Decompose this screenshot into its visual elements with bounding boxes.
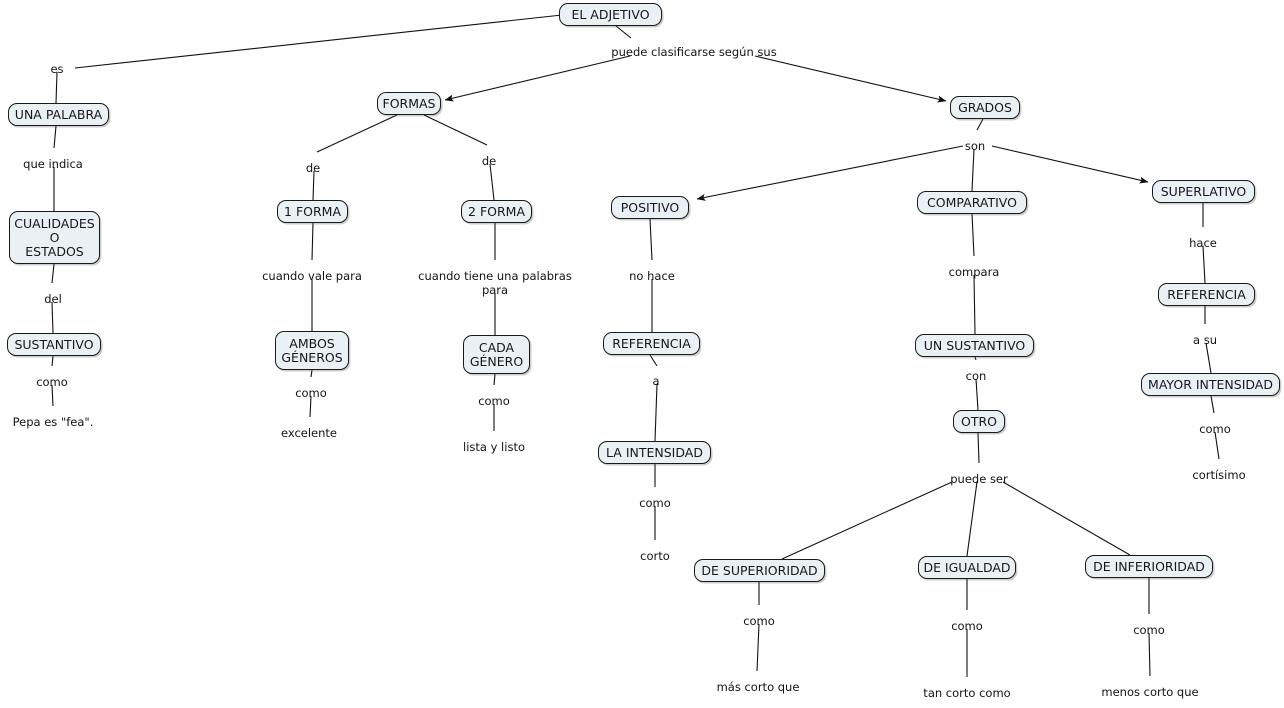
edge-cualidades-to-del: [51, 263, 55, 284]
edge-adjetivo-to-puede: [615, 25, 632, 39]
node-cada-genero[interactable]: CADA GÉNERO: [463, 335, 530, 374]
edge-mayor-to-como: [1210, 395, 1215, 414]
node-comparativo[interactable]: COMPARATIVO: [917, 191, 1027, 214]
edge-son-to-comparativo: [971, 148, 975, 192]
node-de-inferioridad[interactable]: DE INFERIORIDAD: [1085, 555, 1213, 578]
node-sustantivo[interactable]: SUSTANTIVO: [7, 333, 101, 356]
link-label-de-1: de: [305, 161, 321, 175]
link-label-que-indica: que indica: [23, 157, 83, 171]
node-referencia-pos[interactable]: REFERENCIA: [603, 332, 700, 355]
edge-puedeser-to-inferioridad: [1002, 481, 1131, 556]
edge-referencia-to-a: [649, 354, 658, 367]
edge-comparativo-to-compara: [971, 213, 975, 257]
link-label-de-2: de: [481, 154, 497, 168]
link-label-no-hace: no hace: [629, 269, 675, 283]
edge-puedeser-to-igualdad: [966, 481, 978, 557]
edge-puede-to-grados: [754, 55, 947, 103]
node-la-intensidad[interactable]: LA INTENSIDAD: [598, 441, 711, 464]
link-label-como-igualdad: como: [951, 619, 983, 633]
node-un-sustantivo[interactable]: UN SUSTANTIVO: [915, 334, 1034, 357]
edge-asu-to-mayor: [1205, 342, 1212, 374]
edge-adjetivo-to-es: [74, 14, 563, 69]
link-label-como-ambos: como: [295, 386, 327, 400]
leaf-text-mas-corto-que: más corto que: [716, 680, 800, 694]
link-label-del: del: [44, 292, 62, 306]
leaf-text-lista-y-listo: lista y listo: [463, 440, 525, 454]
edge-son-to-superlativo: [991, 145, 1149, 184]
link-label-puede-ser: puede ser: [950, 472, 1008, 486]
edge-a-to-laintensidad: [654, 383, 658, 442]
link-label-como-inferioridad: como: [1133, 623, 1165, 637]
node-referencia-sup[interactable]: REFERENCIA: [1158, 283, 1255, 306]
node-el-adjetivo[interactable]: EL ADJETIVO: [559, 3, 662, 26]
edge-del-to-sustantivo: [51, 301, 54, 334]
link-label-hace: hace: [1189, 236, 1217, 250]
edge-cada-to-como: [493, 373, 496, 386]
link-label-como-mayor: como: [1199, 422, 1231, 436]
node-formas[interactable]: FORMAS: [377, 92, 441, 115]
link-label-como-sustantivo: como: [36, 375, 68, 389]
node-cualidades[interactable]: CUALIDADES O ESTADOS: [9, 211, 100, 264]
node-superlativo[interactable]: SUPERLATIVO: [1152, 180, 1255, 203]
edge-sustantivo-to-como: [51, 355, 54, 367]
node-1-forma[interactable]: 1 FORMA: [277, 200, 348, 223]
edge-unsustantivo-to-con: [974, 356, 977, 361]
link-label-como-intensidad: como: [639, 496, 671, 510]
edge-como-to-cortisimo: [1214, 431, 1220, 460]
edge-puedeser-to-superioridad: [781, 481, 953, 560]
link-label-compara: compara: [948, 265, 1000, 279]
edge-positivo-to-nohace: [649, 218, 653, 261]
leaf-text-cortisimo: cortísimo: [1192, 468, 1246, 482]
node-mayor-intensidad[interactable]: MAYOR INTENSIDAD: [1141, 373, 1280, 396]
leaf-text-excelente: excelente: [280, 426, 338, 440]
edge-puede-to-formas: [444, 55, 631, 102]
link-label-es: es: [50, 62, 64, 76]
node-2-forma[interactable]: 2 FORMA: [461, 200, 532, 223]
edge-con-to-otro: [975, 378, 979, 411]
edge-una-palabra-to-que-indica: [53, 125, 57, 149]
edge-grados-to-son: [976, 118, 984, 131]
node-una-palabra[interactable]: UNA PALABRA: [8, 103, 109, 126]
link-label-como-cada: como: [478, 394, 510, 408]
edge-otro-to-puedeser: [977, 432, 980, 464]
node-grados[interactable]: GRADOS: [950, 96, 1020, 119]
link-label-cuando-vale-para: cuando vale para: [262, 269, 362, 283]
node-de-igualdad[interactable]: DE IGUALDAD: [918, 556, 1016, 579]
node-ambos-generos[interactable]: AMBOS GÉNEROS: [275, 331, 349, 370]
node-otro[interactable]: OTRO: [953, 410, 1005, 433]
link-label-puede-clasificarse: puede clasificarse según sus: [611, 45, 777, 59]
link-label-son: son: [964, 139, 986, 153]
leaf-text-pepa-es-fea: Pepa es "fea".: [12, 415, 94, 429]
link-label-a-intensidad: a: [652, 374, 660, 388]
node-de-superioridad[interactable]: DE SUPERIORIDAD: [694, 559, 825, 582]
link-label-cuando-tiene-una-palabras: cuando tiene una palabras para: [418, 269, 572, 297]
edge-como-to-mascorto: [756, 623, 760, 672]
link-label-como-superioridad: como: [743, 614, 775, 628]
edge-compara-to-unsustantivo: [973, 274, 976, 335]
edge-formas-to-de1: [316, 114, 398, 153]
link-label-a-su: a su: [1193, 333, 1217, 347]
leaf-text-tan-corto-como: tan corto como: [923, 686, 1011, 700]
leaf-text-menos-corto-que: menos corto que: [1101, 685, 1199, 699]
edge-ambos-to-como: [310, 369, 313, 378]
node-positivo[interactable]: POSITIVO: [611, 196, 689, 219]
edge-formas-to-de2: [423, 114, 488, 146]
edge-1forma-to-cuando: [311, 222, 314, 261]
edge-es-to-una-palabra: [55, 71, 58, 104]
leaf-text-corto: corto: [640, 549, 670, 563]
link-label-con: con: [965, 369, 987, 383]
edge-como-to-menoscorto: [1148, 632, 1151, 677]
edge-de1-to-1forma: [312, 170, 315, 201]
edge-hace-to-referenciasup: [1202, 245, 1206, 284]
edge-de2-to-2forma: [489, 163, 495, 201]
